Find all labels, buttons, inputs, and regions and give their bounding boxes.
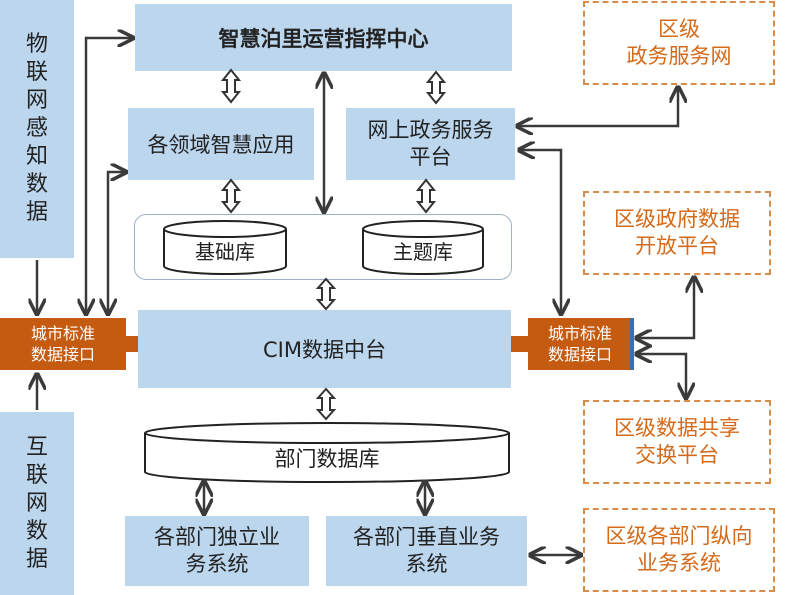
internet-data: 互 联 网 数 据 bbox=[0, 412, 74, 595]
base-db-label: 基础库 bbox=[195, 240, 255, 264]
interface-right-edge bbox=[630, 318, 634, 370]
district-gov-service-network: 区级 政务服务网 bbox=[583, 1, 775, 85]
dept-independent-systems: 各部门独立业 务系统 bbox=[125, 516, 309, 586]
smart-command-center: 智慧泊里运营指挥中心 bbox=[135, 4, 512, 71]
cim-data-platform: CIM数据中台 bbox=[138, 310, 511, 388]
online-gov-service-platform: 网上政务服务 平台 bbox=[346, 108, 515, 180]
district-open-data-platform: 区级政府数据 开放平台 bbox=[583, 191, 771, 275]
dept-vertical-systems: 各部门垂直业务 系统 bbox=[326, 516, 527, 586]
domain-smart-apps: 各领域智慧应用 bbox=[128, 108, 314, 180]
topic-db-label: 主题库 bbox=[393, 240, 453, 264]
city-data-interface-left: 城市标准 数据接口 bbox=[0, 318, 126, 370]
dept-db-label: 部门数据库 bbox=[274, 447, 380, 471]
district-data-exchange-platform: 区级数据共享 交换平台 bbox=[583, 400, 771, 484]
district-vertical-business-systems: 区级各部门纵向 业务系统 bbox=[583, 508, 775, 592]
city-data-interface-right: 城市标准 数据接口 bbox=[528, 318, 632, 370]
iot-sensing-data: 物 联 网 感 知 数 据 bbox=[0, 0, 74, 258]
